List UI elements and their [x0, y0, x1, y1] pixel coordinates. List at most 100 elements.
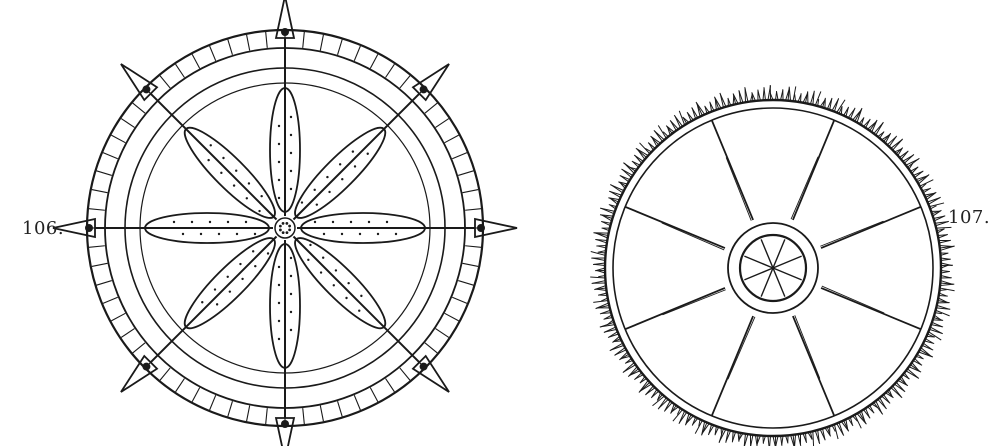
rim-segment [121, 329, 134, 338]
marginal-tentacle [658, 125, 666, 138]
gonad-stipple [236, 233, 238, 235]
gonad-stipple [316, 203, 318, 205]
radial-canal [821, 207, 921, 248]
gonad-stipple [326, 176, 328, 178]
gonad-stipple [358, 310, 360, 312]
gonad-stipple [260, 195, 262, 197]
gonad-stipple [278, 161, 280, 163]
rim-segment [133, 103, 145, 113]
rim-segment [463, 190, 479, 193]
canal-edge [726, 158, 751, 221]
gonad-stipple [341, 233, 343, 235]
gonad-stipple [307, 259, 309, 261]
ocellus [281, 420, 289, 428]
marginal-tentacle [801, 93, 802, 102]
gonad-stipple [278, 179, 280, 181]
marginal-tentacle [940, 284, 954, 285]
ocellus [420, 85, 428, 93]
rim-segment [425, 343, 437, 353]
gonad-stipple [248, 182, 250, 184]
rim-segment [320, 406, 323, 422]
gonad-stipple [216, 303, 218, 305]
gonad-stipple [320, 271, 322, 273]
rim-segment [247, 35, 250, 51]
marginal-tentacle [715, 426, 716, 435]
marginal-tentacle [769, 436, 770, 446]
mouth-stipple [279, 225, 282, 228]
gonad-stipple [313, 189, 315, 191]
marginal-tentacle [593, 300, 608, 302]
gonad-stipple [333, 284, 335, 286]
rim-segment [354, 395, 360, 410]
manubrium [275, 218, 295, 238]
marginal-tentacle [781, 436, 782, 446]
rim-segment [176, 378, 185, 391]
rim-segment [89, 209, 105, 211]
rim-segment [96, 171, 111, 176]
figure-106-label: 106. [22, 218, 64, 239]
gonad-stipple [254, 265, 256, 267]
marginal-tentacle [789, 87, 790, 101]
gonad-stipple [339, 163, 341, 165]
rim-segment [320, 35, 323, 51]
rim-segment [92, 190, 108, 193]
gonad-stipple [210, 144, 212, 146]
rim-segment [92, 263, 108, 266]
gonad-stipple [245, 221, 247, 223]
gonad-stipple [332, 221, 334, 223]
rim-segment [111, 313, 125, 321]
mouth-stipple [286, 231, 289, 234]
rim-segment [338, 401, 343, 416]
rim-segment [435, 329, 448, 338]
marginal-tentacle [907, 158, 919, 167]
gonad-stipple [359, 233, 361, 235]
canal-edge [795, 315, 820, 378]
gonad-stipple [345, 297, 347, 299]
canal-edge [662, 223, 724, 250]
rim-segment [338, 39, 343, 54]
gonad-stipple [335, 269, 337, 271]
rim-segment [435, 119, 448, 128]
gonad-stipple [200, 233, 202, 235]
gonad-stipple [386, 221, 388, 223]
gonad-stipple [222, 157, 224, 159]
gonad-stipple [301, 201, 303, 203]
rim-segment [370, 54, 378, 68]
rim-segment [452, 153, 467, 159]
rim-segment [400, 76, 410, 88]
mouth-stipple [282, 231, 285, 234]
rim-segment [386, 378, 395, 391]
gonad-stipple [290, 134, 292, 136]
gonad-stipple [278, 284, 280, 286]
gonad-stipple [278, 266, 280, 268]
gonad-stipple [360, 295, 362, 297]
rim-segment [458, 281, 473, 286]
gonad-stipple [341, 178, 343, 180]
radial-canal [625, 207, 725, 248]
rim-segment [247, 406, 250, 422]
gonad-stipple [201, 301, 203, 303]
rim-segment [192, 388, 200, 402]
mouth-stipple [285, 222, 288, 225]
gonad-stipple [352, 150, 354, 152]
rim-segment [465, 209, 481, 211]
gonad-stipple [309, 244, 311, 246]
marginal-tentacle [696, 102, 705, 115]
gonad-stipple [377, 233, 379, 235]
rim-segment [228, 39, 233, 54]
gonad-stipple [254, 233, 256, 235]
gonad-stipple [182, 233, 184, 235]
canal-edge [822, 286, 884, 313]
mouth-stipple [282, 222, 285, 225]
figure-107-label: 107. [948, 207, 990, 228]
rim-segment [103, 297, 118, 303]
radial-canal [793, 120, 834, 220]
gonad-stipple [258, 210, 260, 212]
gonad-stipple [229, 290, 231, 292]
marginal-tentacle [941, 259, 951, 260]
gonad-stipple [239, 263, 241, 265]
marginal-tentacle [768, 436, 769, 446]
rim-segment [465, 246, 481, 248]
rim-segment [445, 135, 459, 143]
